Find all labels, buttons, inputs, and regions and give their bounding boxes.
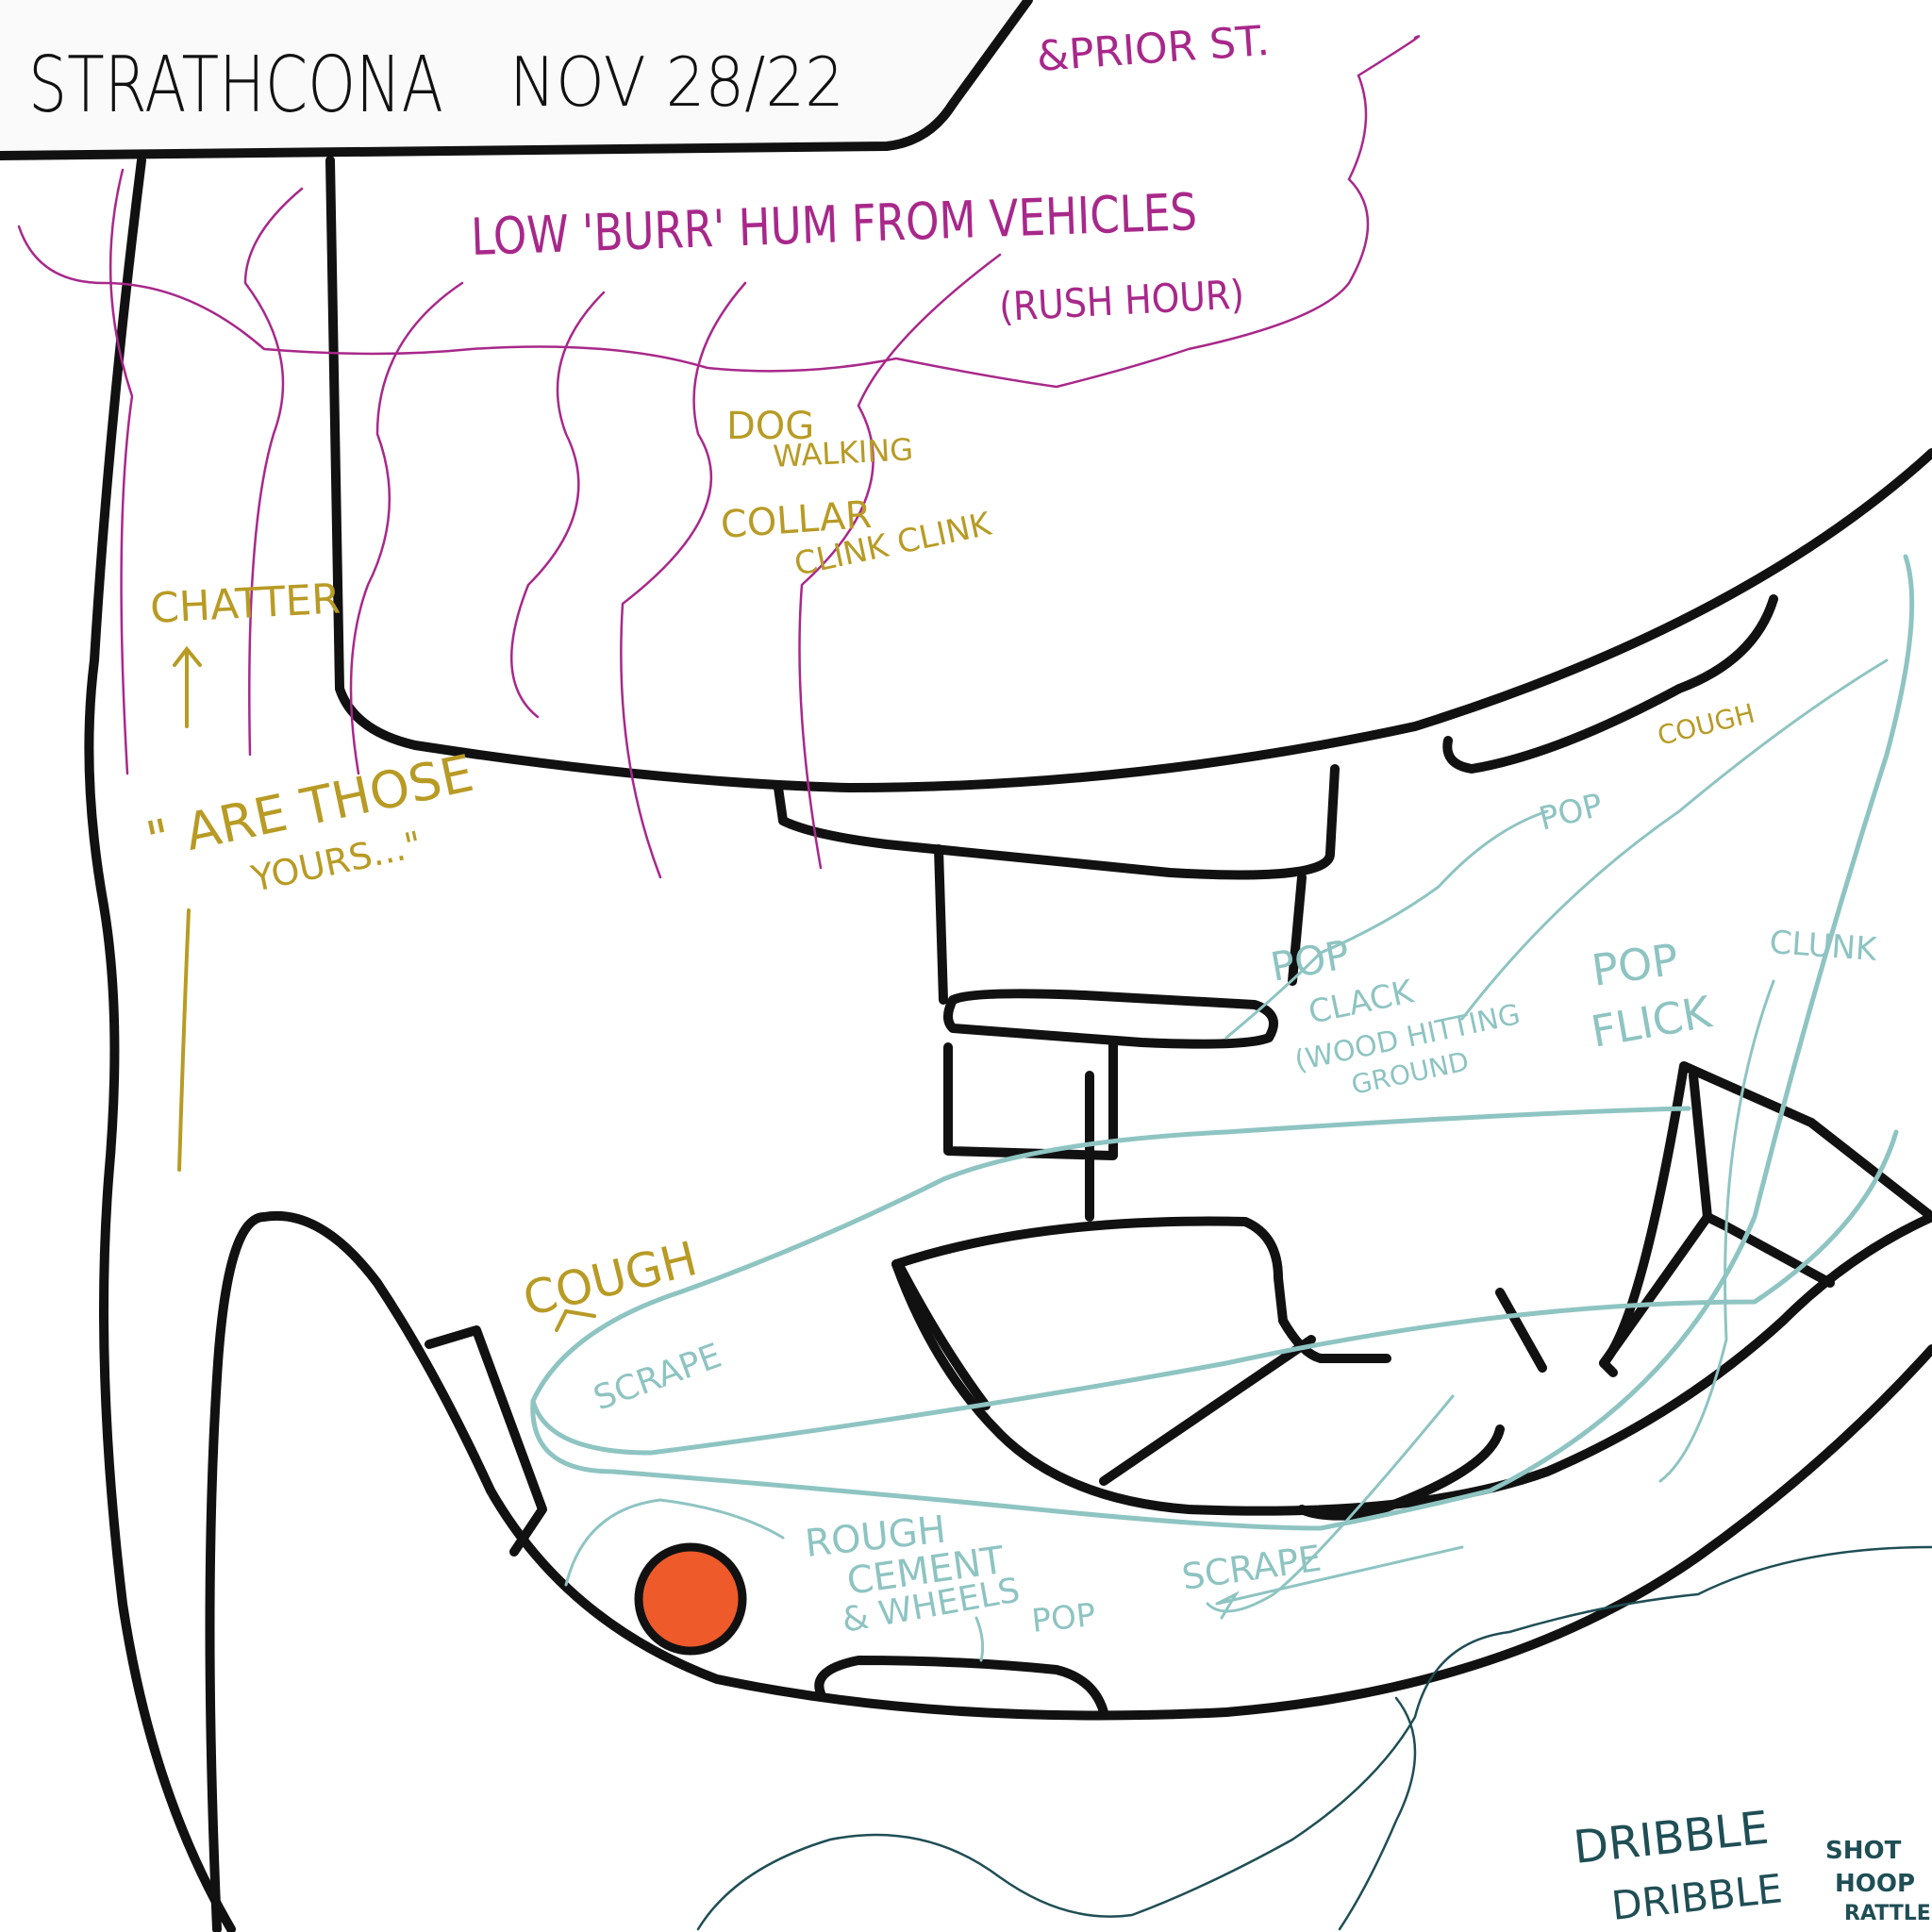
label-pop-2: POP [1267,931,1353,991]
label-dog: DOG [726,405,814,448]
field-edge [325,156,1932,792]
title-place: STRATHCONA [28,41,443,130]
structure-upper [774,764,1340,880]
label-cough: COUGH [518,1231,703,1327]
label-pop-1: POP [1536,787,1607,839]
label-scrape-1: SCRAPE [589,1337,726,1419]
park-outline [84,156,1932,1932]
traffic-sound-waves [17,35,1421,879]
ramp-right-face [1722,1222,1835,1288]
skate-sound-waves [530,554,1915,1531]
cough-arrow [555,1308,596,1332]
label-walking: WALKING [772,431,914,475]
label-hoop: HOOP [1835,1870,1915,1898]
label-dribble-2: DRIBBLE [1609,1865,1785,1929]
listener-dot [634,1542,747,1656]
bowl-left-wall [896,1264,991,1410]
ramp-left-face [1689,1071,1731,1231]
basketball-sound-waves [696,1545,1932,1931]
structure-box [943,989,1278,1049]
label-collar: COLLAR [719,493,873,547]
structure-stem [934,844,948,1005]
bench-bottom [814,1656,1108,1717]
chatter-bar [177,908,191,1172]
label-pop-4: POP [1030,1596,1098,1641]
label-shot: SHOT [1825,1837,1902,1865]
bench-left [425,1325,547,1557]
label-chatter: CHATTER [149,575,341,632]
scrape-arrow [1215,1545,1464,1620]
chatter-arrow-head [173,645,202,667]
label-rattle: RATTLE [1844,1902,1931,1925]
left-path-edge [84,156,236,1932]
title-banner-outline [0,0,1033,160]
skate-sound-waves-thin [564,658,1889,1613]
people-sound-waves [173,645,596,1332]
label-pop-3: POP [1589,934,1681,996]
bowl-inner [891,1212,1932,1516]
structure-stem-right [1288,873,1307,986]
title-banner [0,0,1028,156]
title-street: &PRIOR ST. [1035,17,1271,81]
lower-boundary [205,1210,1932,1932]
field-step [1442,594,1778,774]
rough-bracket [974,1616,985,1662]
label-cough-2: COUGH [1655,697,1758,751]
label-clunk: CLUNK [1768,924,1879,969]
bowl-rim [891,1216,1391,1363]
bowl-floor-line [1099,1335,1316,1486]
title-date: NOV 28/22 [509,42,844,122]
label-scrape-2: SCRAPE [1179,1538,1324,1598]
ramp-front [1599,1212,1712,1377]
label-rush-hour: (RUSH HOUR) [998,271,1245,330]
bowl-mid-line [1495,1288,1547,1373]
label-flick: FLICK [1588,986,1717,1058]
label-dribble-1: DRIBBLE [1571,1802,1771,1874]
curb-step [1297,1424,1505,1521]
label-traffic: LOW 'BURR' HUM FROM VEHICLES [470,182,1198,267]
